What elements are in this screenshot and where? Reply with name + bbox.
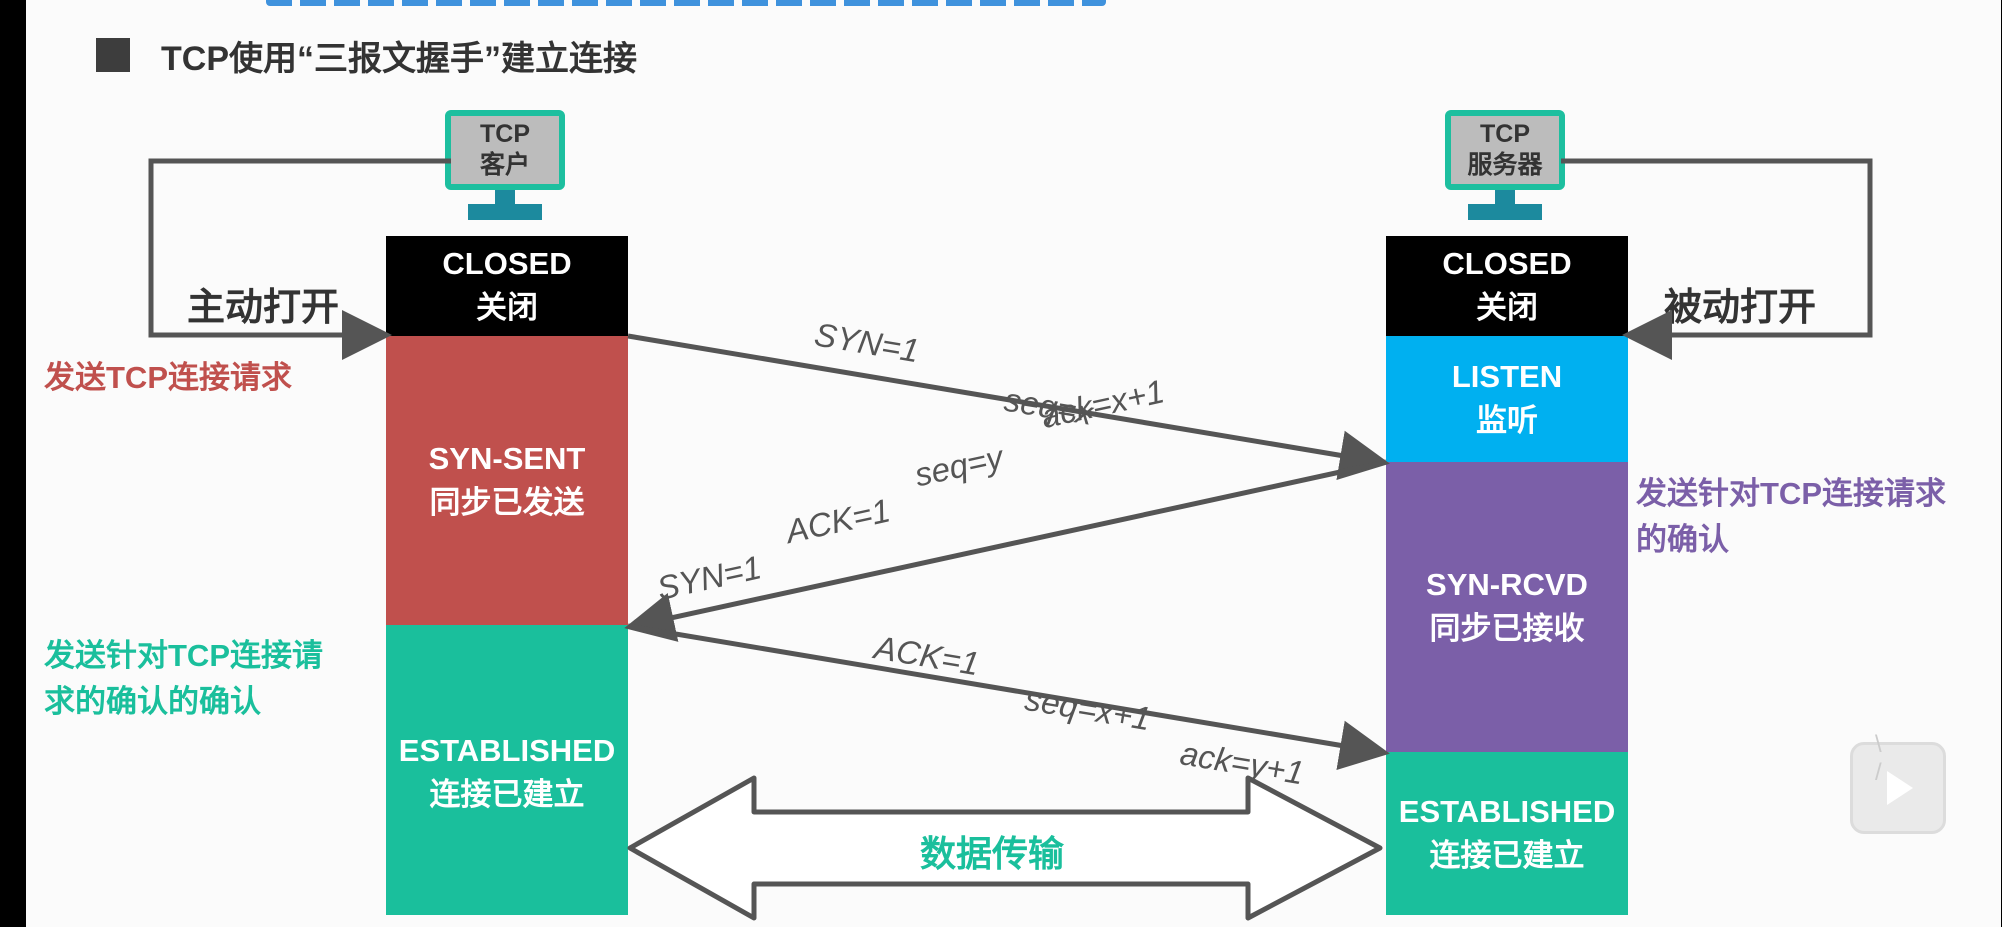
server-state-syn-rcvd: SYN-RCVD 同步已接收 (1386, 462, 1628, 752)
server-device-line2: 服务器 (1467, 151, 1543, 179)
active-open-label: 主动打开 (187, 287, 340, 329)
msg3-seq-label: seq=x+1 (1022, 680, 1153, 737)
ack-arrow (627, 623, 1390, 771)
state-name-en: SYN-RCVD (1426, 567, 1588, 602)
monitor-base (1468, 204, 1542, 220)
monitor-stand (495, 190, 515, 204)
state-name-zh: 连接已建立 (429, 777, 585, 812)
state-name-en: CLOSED (442, 246, 572, 281)
syn-ack-arrow (624, 459, 1387, 642)
server-state-closed: CLOSED 关闭 (1386, 236, 1628, 336)
msg2-ack-flag-label: ACK=1 (781, 491, 894, 550)
video-play-icon[interactable]: \ / (1850, 731, 1946, 834)
top-title-strip (266, 0, 1106, 6)
arrows-layer: SYN=1 seq=x SYN=1 ACK=1 seq=y ack=x+1 AC… (148, 158, 1873, 921)
play-triangle-icon (1887, 771, 1913, 805)
state-name-zh: 监听 (1476, 403, 1538, 438)
state-name-zh: 关闭 (1476, 290, 1538, 325)
server-ack-annotation-line2: 的确认 (1636, 522, 1729, 557)
state-name-en: SYN-SENT (428, 440, 586, 476)
server-state-listen: LISTEN 监听 (1386, 336, 1628, 462)
page-title: TCP使用“三报文握手”建立连接 (161, 40, 637, 78)
data-transfer-arrow (627, 775, 1383, 921)
syn-arrow (627, 333, 1390, 481)
server-monitor-icon: TCP 服务器 (1445, 110, 1565, 220)
state-name-en: ESTABLISHED (398, 733, 616, 768)
msg1-syn-label: SYN=1 (812, 315, 922, 369)
client-state-syn-sent: SYN-SENT 同步已发送 (386, 336, 628, 625)
state-name-zh: 同步已发送 (429, 484, 585, 520)
client-device-line2: 客户 (479, 151, 530, 179)
state-name-en: CLOSED (1442, 246, 1572, 281)
client-state-closed: CLOSED 关闭 (386, 236, 628, 336)
client-state-established: ESTABLISHED 连接已建立 (386, 625, 628, 915)
active-open-arrow (148, 158, 451, 360)
monitor-stand (1495, 190, 1515, 204)
monitor-base (468, 204, 542, 220)
client-monitor-screen: TCP 客户 (445, 110, 565, 190)
slide: TCP使用“三报文握手”建立连接 TCP 客户 TCP 服务器 CLOSED 关… (26, 0, 2001, 927)
passive-open-label: 被动打开 (1664, 287, 1817, 329)
ack-of-ack-annotation-line2: 求的确认的确认 (44, 684, 261, 719)
server-ack-annotation-line1: 发送针对TCP连接请求 (1636, 476, 1946, 511)
client-device-line1: TCP (480, 120, 530, 148)
state-name-zh: 关闭 (476, 290, 538, 325)
msg2-syn-label: SYN=1 (654, 548, 765, 607)
msg3-ack-label: ack=y+1 (1178, 734, 1307, 791)
ack-of-ack-annotation-line1: 发送针对TCP连接请 (44, 638, 323, 673)
msg2-seq-label: seq=y (911, 438, 1008, 494)
state-name-en: ESTABLISHED (1398, 793, 1616, 829)
send-request-annotation: 发送TCP连接请求 (44, 360, 292, 395)
badge-ears: \ / (1875, 731, 1900, 786)
client-monitor-icon: TCP 客户 (445, 110, 565, 220)
data-transfer-label: 数据传输 (920, 833, 1065, 874)
section-marker (96, 38, 130, 72)
server-state-established: ESTABLISHED 连接已建立 (1386, 752, 1628, 915)
state-name-zh: 同步已接收 (1429, 611, 1585, 646)
state-name-en: LISTEN (1451, 359, 1563, 394)
server-device-line1: TCP (1480, 120, 1530, 148)
server-monitor-screen: TCP 服务器 (1445, 110, 1565, 190)
passive-open-arrow (1561, 158, 1873, 360)
state-name-zh: 连接已建立 (1429, 837, 1585, 873)
